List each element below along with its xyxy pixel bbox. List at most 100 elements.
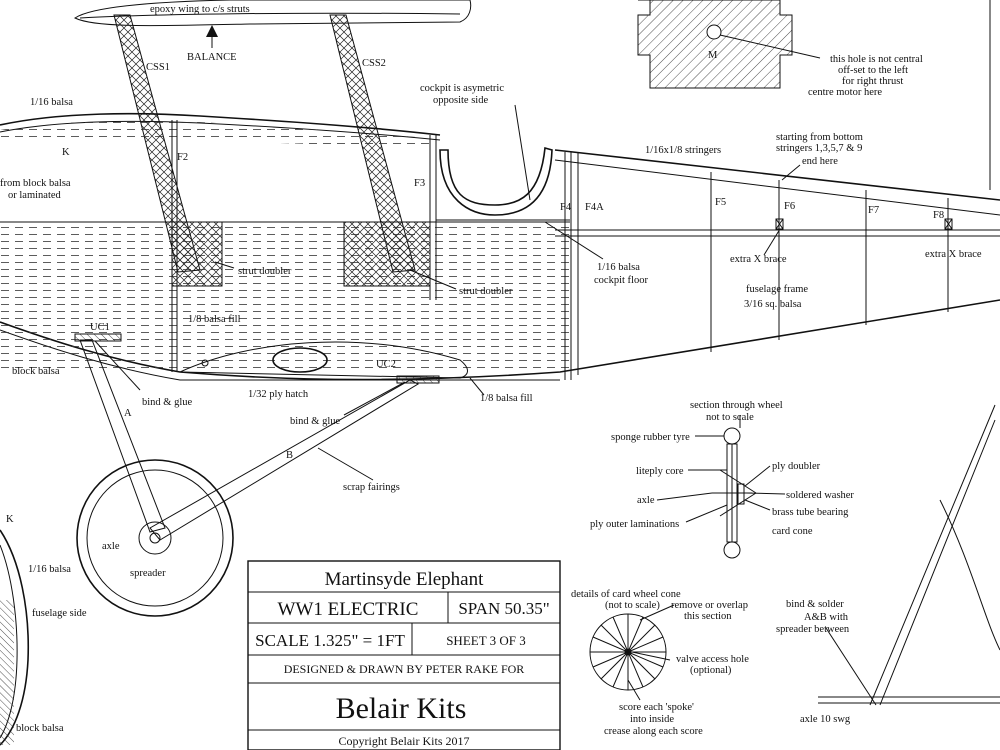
label-block-balsa-bottom: block balsa — [12, 366, 60, 377]
hatch-pin-icon — [201, 359, 209, 367]
label-details-1: details of card wheel cone — [571, 589, 681, 600]
label-bind-solder-1: bind & solder — [786, 599, 844, 610]
label-section-2: not to scale — [706, 412, 754, 423]
label-ply-doubler: ply doubler — [772, 461, 821, 472]
label-extra-x-brace-2: extra X brace — [925, 249, 982, 260]
model-subtitle: WW1 ELECTRIC — [278, 599, 419, 620]
label-strut-a: A — [124, 408, 132, 419]
strut-doubler-front — [171, 221, 223, 287]
label-hole-1: this hole is not central — [830, 54, 923, 65]
label-bind-solder-3: spreader between — [776, 624, 850, 635]
label-bind-glue-2: bind & glue — [290, 416, 341, 427]
label-block-balsa-left: block balsa — [16, 723, 64, 734]
label-block-balsa-1: from block balsa — [0, 178, 71, 189]
ply-hatch-area — [179, 341, 468, 379]
label-cockpit-floor-2: cockpit floor — [594, 275, 648, 286]
label-ply-hatch: 1/32 ply hatch — [248, 389, 309, 400]
leader-hole — [719, 34, 821, 59]
sheeted-top — [0, 120, 430, 150]
gear-leg-curve — [939, 499, 1000, 651]
label-score-1: score each 'spoke' — [619, 702, 694, 713]
label-axle: axle — [102, 541, 120, 552]
label-cockpit-2: opposite side — [433, 95, 488, 106]
label-strut-b: B — [286, 450, 293, 461]
model-span: SPAN 50.35" — [458, 599, 549, 618]
label-f7: F7 — [868, 205, 879, 216]
cockpit-cutout — [439, 146, 553, 216]
label-section-1: section through wheel — [690, 400, 783, 411]
company-name: Belair Kits — [336, 692, 467, 725]
label-starting-2: stringers 1,3,5,7 & 9 — [776, 143, 862, 154]
label-extra-x-brace-1: extra X brace — [730, 254, 787, 265]
strut-b — [149, 379, 420, 541]
label-soldered-washer: soldered washer — [786, 490, 854, 501]
label-card-cone: card cone — [772, 526, 813, 537]
label-hole-4: centre motor here — [808, 87, 882, 98]
upper-wing — [74, 0, 472, 27]
label-stringers: 1/16x1/8 stringers — [645, 145, 721, 156]
label-balsa-116-top: 1/16 balsa — [30, 97, 73, 108]
label-balsa-116-left: 1/16 balsa — [28, 564, 71, 575]
designer-credit: DESIGNED & DRAWN BY PETER RAKE FOR — [284, 662, 525, 676]
label-f8: F8 — [933, 210, 944, 221]
motor-mount — [637, 0, 793, 89]
copyright: Copyright Belair Kits 2017 — [339, 734, 470, 748]
main-wheel — [76, 459, 234, 617]
card-wheel-cone — [589, 613, 667, 691]
strut-a — [79, 339, 166, 533]
label-score-2: into inside — [630, 714, 674, 725]
label-fuselage-frame-2: 3/16 sq. balsa — [744, 299, 802, 310]
label-spreader: spreader — [130, 568, 166, 579]
left-section — [0, 529, 30, 746]
sheet-number: SHEET 3 OF 3 — [446, 633, 526, 648]
label-axle-swg: axle 10 swg — [800, 714, 851, 725]
label-valve-1: valve access hole — [676, 654, 749, 665]
label-balsa-fill-18: 1/8 balsa fill — [188, 314, 241, 325]
label-scrap-fairings: scrap fairings — [343, 482, 400, 493]
label-f6: F6 — [784, 201, 795, 212]
label-f5: F5 — [715, 197, 726, 208]
uc2-block — [396, 375, 440, 384]
model-name: Martinsyde Elephant — [325, 569, 485, 590]
label-f4a: F4A — [585, 202, 604, 213]
label-hole-3: for right thrust — [842, 76, 903, 87]
label-fuselage-side: fuselage side — [32, 608, 87, 619]
label-hole-2: off-set to the left — [838, 65, 908, 76]
uc1-block — [74, 333, 122, 342]
label-bind-solder-2: A&B with — [804, 612, 849, 623]
label-valve-2: (optional) — [690, 665, 732, 676]
label-balance: BALANCE — [187, 52, 237, 63]
model-scale: SCALE 1.325" = 1FT — [255, 631, 405, 650]
label-f2: F2 — [177, 152, 188, 163]
label-fuselage-frame-1: fuselage frame — [746, 284, 808, 295]
label-balsa-fill-18-b: 1/8 balsa fill — [480, 393, 533, 404]
label-uc2: UC2 — [376, 359, 396, 370]
label-starting-3: end here — [802, 156, 838, 167]
label-motor-m: M — [708, 50, 718, 61]
leader-lines — [94, 104, 949, 706]
x-braces — [775, 218, 953, 230]
label-details-2: (not to scale) — [605, 600, 660, 611]
label-brass-tube: brass tube bearing — [772, 507, 849, 518]
label-axle-section: axle — [637, 495, 655, 506]
label-cockpit-1: cockpit is asymetric — [420, 83, 504, 94]
label-strut-doubler-2: strut doubler — [459, 286, 513, 297]
label-css1: CSS1 — [146, 62, 170, 73]
label-liteply-core: liteply core — [636, 466, 684, 477]
label-uc1: UC1 — [90, 322, 110, 333]
balance-arrow-icon — [206, 25, 218, 37]
label-strut-doubler-1: strut doubler — [238, 266, 292, 277]
label-starting-1: starting from bottom — [776, 132, 863, 143]
label-f3: F3 — [414, 178, 425, 189]
label-remove-2: this section — [684, 611, 732, 622]
label-css2: CSS2 — [362, 58, 386, 69]
label-k-left: K — [6, 514, 14, 525]
label-bind-glue-1: bind & glue — [142, 397, 193, 408]
label-f4: F4 — [560, 202, 572, 213]
label-ply-outer: ply outer laminations — [590, 519, 679, 530]
label-sponge-tyre: sponge rubber tyre — [611, 432, 690, 443]
label-cockpit-floor-1: 1/16 balsa — [597, 262, 640, 273]
label-score-3: crease along each score — [604, 726, 703, 737]
formers — [171, 120, 949, 380]
